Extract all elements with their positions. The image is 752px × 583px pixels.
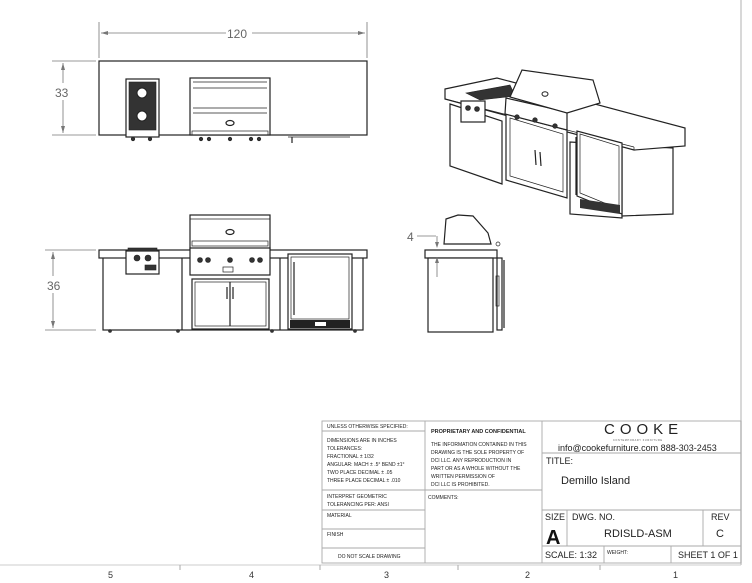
scale-value: SCALE: 1:32 <box>545 550 597 560</box>
drawing-title: Demillo Island <box>561 475 630 487</box>
proprietary-line: PART OR AS A WHOLE WITHOUT THE <box>431 466 521 472</box>
title-block: UNLESS OTHERWISE SPECIFIED: DIMENSIONS A… <box>321 420 742 564</box>
isometric-view <box>444 69 686 219</box>
top-view: 120 33 <box>52 22 368 143</box>
proprietary-line: THE INFORMATION CONTAINED IN THIS <box>431 442 527 448</box>
company-logo: COOKE <box>604 421 683 438</box>
tolerance-line: TOLERANCES: <box>327 446 362 452</box>
zone-label: 3 <box>384 570 389 580</box>
tolerance-line: DIMENSIONS ARE IN INCHES <box>327 438 397 444</box>
dwg-no-value: RDISLD-ASM <box>604 528 672 540</box>
zone-label: 5 <box>108 570 113 580</box>
depth-dimension: 33 <box>55 86 69 100</box>
width-dimension: 120 <box>227 27 247 41</box>
rev-value: C <box>716 528 724 540</box>
zone-label: 4 <box>249 570 254 580</box>
company-tagline: CONTEMPORARY FURNITURE <box>613 439 663 442</box>
dwg-no-label: DWG. NO. <box>572 512 615 522</box>
tolerance-line: TWO PLACE DECIMAL ± .05 <box>327 470 393 476</box>
company-contact: info@cookefurniture.com 888-303-2453 <box>558 443 717 453</box>
proprietary-line: DRAWING IS THE SOLE PROPERTY OF <box>431 450 524 456</box>
tolerance-line: ANGULAR: MACH ± .5° BEND ±1° <box>327 462 405 468</box>
interpret-line: TOLERANCING PER: ANSI <box>327 502 389 508</box>
size-value: A <box>546 527 560 549</box>
tolerance-line: FRACTIONAL ± 1/32 <box>327 454 374 460</box>
proprietary-line: WRITTEN PERMISSION OF <box>431 474 495 480</box>
grill-rise-dimension: 4 <box>407 230 414 244</box>
height-dimension: 36 <box>47 279 61 293</box>
size-label: SIZE <box>545 512 565 522</box>
material-label: MATERIAL <box>327 513 352 519</box>
tolerance-line: THREE PLACE DECIMAL ± .010 <box>327 478 401 484</box>
weight-label: WEIGHT: <box>607 550 628 556</box>
interpret-line: INTERPRET GEOMETRIC <box>327 494 387 500</box>
do-not-scale-note: DO NOT SCALE DRAWING <box>338 554 401 560</box>
zone-label: 1 <box>673 570 678 580</box>
front-view: 36 <box>45 214 368 333</box>
proprietary-title: PROPRIETARY AND CONFIDENTIAL <box>431 429 526 435</box>
unless-specified-label: UNLESS OTHERWISE SPECIFIED: <box>327 424 408 430</box>
side-view: 4 <box>407 214 505 333</box>
zone-label: 2 <box>525 570 530 580</box>
rev-label: REV <box>711 512 730 522</box>
proprietary-line: DCI LLC. ANY REPRODUCTION IN <box>431 458 512 464</box>
comments-label: COMMENTS: <box>428 495 459 501</box>
finish-label: FINISH <box>327 532 344 538</box>
title-label: TITLE: <box>546 456 573 466</box>
proprietary-line: DCI LLC IS PROHIBITED. <box>431 482 490 488</box>
zone-markers: 5 4 3 2 1 <box>108 565 678 580</box>
sheet-number: SHEET 1 OF 1 <box>678 550 738 560</box>
